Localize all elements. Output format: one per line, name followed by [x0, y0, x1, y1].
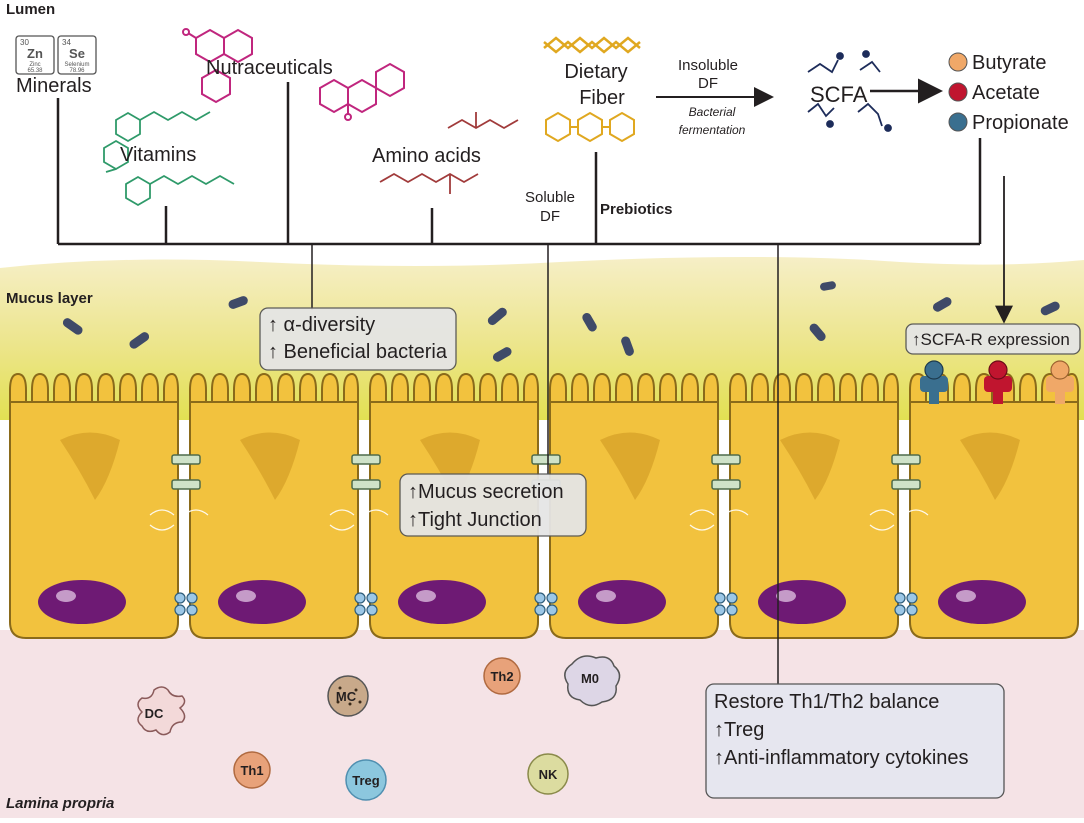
connector-lines [56, 78, 1013, 684]
fermentation-label: fermentation [679, 123, 746, 137]
mc-label: MC [336, 689, 357, 704]
fiber-label: Fiber [579, 87, 625, 109]
selenium-symbol: Se [69, 46, 85, 61]
vitamin-molecule-icon [103, 110, 235, 207]
zinc-mass: 65.38 [27, 68, 43, 74]
lamina-propria-label: Lamina propria [6, 795, 114, 812]
selenium-tile: 34 Se Selenium 78.96 [57, 35, 97, 75]
nk-cell: NK [527, 753, 569, 795]
soluble-df-label: DF [540, 208, 560, 225]
dendritic-cell: DC [137, 686, 186, 736]
mucus-secretion-box: ↑Mucus secretion ↑Tight Junction [399, 473, 587, 537]
diversity-line-1: ↑ α-diversity [268, 314, 375, 336]
lumen-label: Lumen [6, 1, 55, 18]
insoluble-label: Insoluble [678, 57, 738, 74]
butyrate-dot [948, 52, 968, 72]
selenium-mass: 78.96 [69, 68, 85, 74]
acetate-label: Acetate [972, 82, 1040, 104]
prebiotics-label: Prebiotics [600, 201, 673, 218]
immune-effects-box: Restore Th1/Th2 balance ↑Treg ↑Anti-infl… [705, 683, 1005, 799]
bacterial-label: Bacterial [689, 105, 736, 119]
diversity-box: ↑ α-diversity ↑ Beneficial bacteria [259, 307, 457, 371]
soluble-label: Soluble [525, 189, 575, 206]
scfa-r-box: ↑SCFA-R expression [905, 323, 1081, 355]
minerals-label: Minerals [16, 75, 92, 97]
scfa-molecule-icon [807, 50, 892, 132]
selenium-number: 34 [62, 38, 71, 47]
mucus-secretion-line-2: ↑Tight Junction [408, 509, 542, 531]
m0-label: M0 [581, 671, 599, 686]
scfa-receptors [920, 360, 1074, 404]
epithelium [9, 373, 1079, 639]
mast-cell: MC [327, 675, 369, 717]
insoluble-fiber-icon [543, 36, 641, 54]
zinc-name: Zinc [29, 62, 40, 68]
zinc-symbol: Zn [27, 46, 43, 61]
flavonoid-molecule-icon [319, 62, 405, 121]
nutraceuticals-label: Nutraceuticals [206, 57, 333, 79]
mucus-secretion-line-1: ↑Mucus secretion [408, 481, 564, 503]
zinc-tile: 30 Zn Zinc 65.38 [15, 35, 55, 75]
diversity-line-2: ↑ Beneficial bacteria [268, 341, 448, 363]
dc-label: DC [145, 706, 164, 721]
scfa-legend: Butyrate Acetate Propionate [948, 52, 1069, 134]
insoluble-df-label: DF [698, 75, 718, 92]
amino-acid-molecule-icon [379, 112, 519, 194]
nk-label: NK [539, 767, 558, 782]
amino-acids-label: Amino acids [372, 145, 481, 167]
th2-label: Th2 [490, 669, 513, 684]
dietary-label: Dietary [564, 61, 627, 83]
macrophage: M0 [564, 655, 621, 707]
immune-line-3: ↑Anti-inflammatory cytokines [714, 747, 969, 769]
scfa-r-label: ↑SCFA-R expression [912, 330, 1070, 349]
bacteria-cluster [62, 281, 1060, 362]
th1-label: Th1 [240, 763, 263, 778]
selenium-name: Selenium [64, 62, 89, 68]
scfa-label: SCFA [810, 82, 868, 107]
nutraceutical-molecule-icon [182, 28, 253, 104]
th1-cell: Th1 [233, 751, 271, 789]
zinc-number: 30 [20, 38, 29, 47]
mucus-layer-label: Mucus layer [6, 290, 93, 307]
butyrate-label: Butyrate [972, 52, 1046, 74]
propionate-dot [948, 112, 968, 132]
th2-cell: Th2 [483, 657, 521, 695]
acetate-dot [948, 82, 968, 102]
propionate-label: Propionate [972, 112, 1069, 134]
treg-cell: Treg [345, 759, 387, 801]
treg-label: Treg [352, 773, 380, 788]
immune-line-1: Restore Th1/Th2 balance [714, 691, 939, 713]
immune-line-2: ↑Treg [714, 719, 764, 741]
vitamins-label: Vitamins [120, 144, 196, 166]
soluble-fiber-icon [545, 111, 635, 143]
